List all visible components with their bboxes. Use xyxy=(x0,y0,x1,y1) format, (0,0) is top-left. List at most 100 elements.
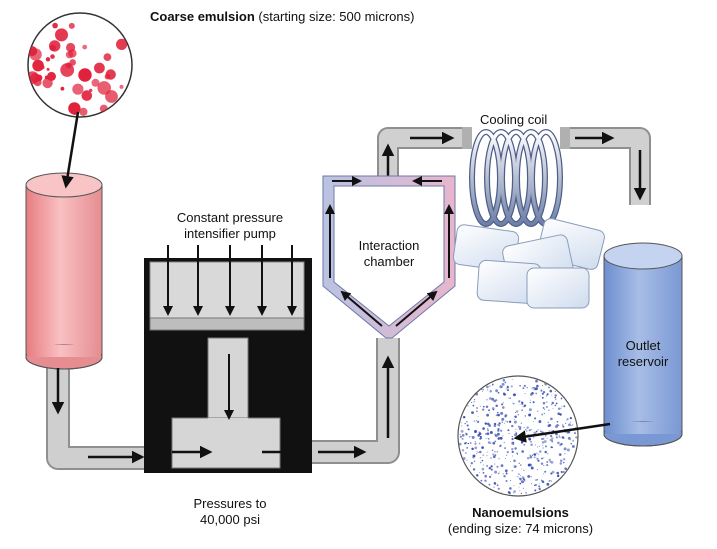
nano-droplet xyxy=(474,442,477,445)
pressure-label: Pressures to 40,000 psi xyxy=(170,496,290,528)
nano-droplet xyxy=(486,413,489,417)
nano-droplet xyxy=(529,455,533,459)
nano-droplet xyxy=(558,424,560,426)
nano-droplet xyxy=(528,413,532,417)
nano-droplet xyxy=(540,389,543,392)
nano-droplet xyxy=(489,385,491,387)
coarse-droplet xyxy=(49,40,61,52)
nano-droplet xyxy=(556,424,559,427)
coarse-droplet xyxy=(97,81,111,95)
nano-droplet xyxy=(550,479,552,482)
coarse-droplet xyxy=(82,71,87,76)
nano-droplet xyxy=(574,432,576,435)
nanoemulsion-sample xyxy=(457,375,579,497)
nano-droplet xyxy=(564,453,566,455)
nano-droplet xyxy=(502,435,504,437)
nano-droplet xyxy=(502,402,505,404)
nano-droplet xyxy=(461,434,465,437)
nano-droplet xyxy=(501,403,504,406)
nano-droplet xyxy=(551,481,553,482)
nano-droplet xyxy=(561,406,563,408)
nano-droplet xyxy=(543,464,545,466)
nano-droplet xyxy=(473,420,476,422)
nano-droplet xyxy=(476,420,480,424)
nano-droplet xyxy=(475,410,478,413)
nano-droplet xyxy=(465,420,468,423)
nano-droplet xyxy=(534,444,536,446)
nano-droplet xyxy=(521,409,523,411)
nano-droplet xyxy=(494,433,497,437)
nano-droplet xyxy=(538,485,541,488)
nano-droplet xyxy=(488,467,491,470)
nano-droplet xyxy=(571,425,572,426)
nano-droplet xyxy=(488,409,490,412)
nano-droplet xyxy=(541,457,543,460)
nano-droplet xyxy=(489,442,492,444)
nano-droplet xyxy=(568,423,571,427)
cooling-coil xyxy=(469,129,563,227)
nano-droplet xyxy=(545,405,548,408)
nano-droplet xyxy=(522,478,525,481)
nano-droplet xyxy=(550,472,553,475)
nano-droplet xyxy=(567,436,571,440)
nano-droplet xyxy=(505,388,507,390)
nano-droplet xyxy=(471,401,473,404)
nano-droplet xyxy=(549,389,553,393)
nano-droplet xyxy=(475,392,479,396)
nano-droplet xyxy=(508,397,510,399)
nano-droplet xyxy=(551,470,555,474)
nano-droplet xyxy=(482,388,484,391)
nano-droplet xyxy=(509,461,511,463)
nanoemulsion-title: Nanoemulsions xyxy=(472,505,569,520)
coarse-droplet xyxy=(68,102,81,115)
nano-droplet xyxy=(484,479,487,483)
nano-droplet xyxy=(558,435,561,437)
nano-droplet xyxy=(513,433,517,437)
nano-droplet xyxy=(566,431,569,434)
nano-droplet xyxy=(486,464,489,467)
nano-droplet xyxy=(520,492,523,495)
nano-droplet xyxy=(460,422,462,424)
nano-droplet xyxy=(569,421,572,423)
nano-droplet xyxy=(488,483,491,486)
nano-droplet xyxy=(511,441,515,445)
outlet-reservoir-label: Outlet reservoir xyxy=(604,338,682,370)
nano-droplet xyxy=(530,466,534,470)
nano-droplet xyxy=(464,422,466,425)
nano-droplet xyxy=(482,405,485,408)
nano-droplet xyxy=(523,406,525,408)
nano-droplet xyxy=(523,427,525,429)
nano-droplet xyxy=(478,433,481,435)
nano-droplet xyxy=(515,428,517,430)
nano-droplet xyxy=(551,404,553,406)
nanoemulsion-label: Nanoemulsions (ending size: 74 microns) xyxy=(438,505,603,537)
nano-droplet xyxy=(537,410,539,412)
nano-droplet xyxy=(511,455,514,457)
nano-droplet xyxy=(543,412,546,415)
nano-droplet xyxy=(533,431,537,435)
nano-droplet xyxy=(559,459,563,462)
nano-droplet xyxy=(541,385,544,387)
ice-cubes xyxy=(452,218,605,309)
coarse-droplet xyxy=(60,63,75,77)
interaction-label-line1: Interaction xyxy=(358,238,420,253)
nano-droplet xyxy=(534,489,537,492)
nano-droplet xyxy=(556,420,559,423)
nano-droplet xyxy=(546,437,548,440)
nano-droplet xyxy=(497,391,500,394)
nano-droplet xyxy=(513,418,515,420)
nano-droplet xyxy=(498,424,501,427)
nano-droplet xyxy=(492,455,496,459)
nano-droplet xyxy=(560,397,563,400)
nano-droplet xyxy=(471,411,474,414)
coarse-droplet xyxy=(79,107,88,116)
nano-droplet xyxy=(485,437,487,439)
nano-droplet xyxy=(530,476,532,478)
nano-droplet xyxy=(508,433,510,435)
nano-droplet xyxy=(511,438,514,441)
nano-droplet xyxy=(467,442,469,445)
nano-droplet xyxy=(504,469,508,473)
nano-droplet xyxy=(465,442,468,444)
nano-droplet xyxy=(511,469,514,472)
coarse-droplets xyxy=(28,22,128,116)
